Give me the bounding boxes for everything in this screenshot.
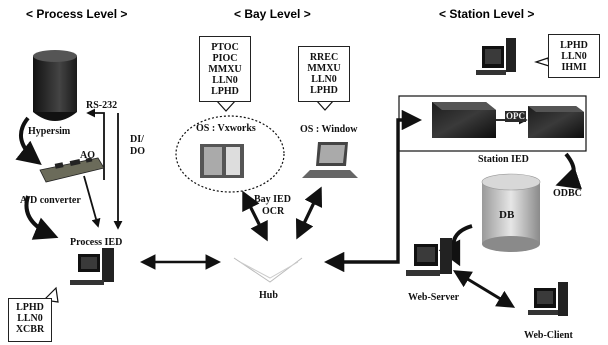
process-ied-label: Process IED [70, 237, 123, 248]
do-label: DO [130, 146, 145, 157]
window-ln-item: LPHD [310, 85, 338, 96]
web-client-label: Web-Client [524, 330, 573, 341]
web-server-label: Web-Server [408, 292, 460, 303]
vxworks-ln-item: PTOC [211, 42, 239, 53]
hypersim-cabinet-icon [33, 50, 77, 121]
opc-label: OPC [505, 111, 526, 122]
hmi-ln-callout: LPHD LLN0 IHMI [548, 34, 600, 78]
station-level-header: < Station Level > [439, 7, 535, 21]
vxworks-ln-item: LPHD [211, 86, 239, 97]
di-label: DI/ [130, 134, 144, 145]
hypersim-label: Hypersim [28, 126, 71, 137]
odbc-label: ODBC [553, 188, 582, 199]
os-window-label: OS : Window [300, 124, 358, 135]
hub-label: Hub [259, 290, 278, 301]
hmi-ln-item: IHMI [561, 62, 587, 73]
odbc-arrow [555, 152, 583, 190]
web-link [452, 270, 516, 308]
process-ln-callout: LPHD LLN0 XCBR [8, 298, 52, 342]
ocr-label: OCR [262, 206, 285, 217]
vxworks-ln-item: PIOC [212, 53, 238, 64]
station-ied-unit-2-icon [528, 106, 584, 138]
vxworks-ln-item: LLN0 [212, 75, 238, 86]
process-level-header: < Process Level > [26, 7, 128, 21]
window-hub-link [295, 186, 323, 240]
process-ln-item: LPHD [16, 302, 44, 313]
bay-level-header: < Bay Level > [234, 7, 311, 21]
web-client-computer-icon [528, 282, 568, 316]
window-ln-item: MMXU [307, 63, 341, 74]
process-ln-item: XCBR [15, 324, 45, 335]
vxworks-ln-callout: PTOC PIOC MMXU LLN0 LPHD [199, 36, 251, 102]
ao-arrow [15, 116, 42, 165]
bay-ied-boundary [175, 115, 285, 193]
station-ied-frame [398, 95, 587, 152]
hmi-computer-icon [476, 38, 516, 75]
station-ied-unit-1-icon [432, 102, 496, 138]
hmi-ln-item: LPHD [560, 40, 588, 51]
process-ln-item: LLN0 [17, 313, 43, 324]
process-ied-computer-icon [70, 248, 114, 285]
window-ln-item: RREC [309, 52, 339, 63]
vxworks-ln-item: MMXU [208, 64, 242, 75]
station-ied-label: Station IED [478, 154, 529, 165]
ad-converter-board-icon [39, 157, 105, 183]
database-icon [481, 173, 541, 252]
db-label: DB [499, 209, 515, 221]
hmi-ln-item: LLN0 [561, 51, 587, 62]
vxworks-device-icon [200, 144, 244, 178]
ao-label: AO [80, 150, 95, 161]
ad-to-ied-arrow [24, 195, 59, 240]
db-webserver-arrow [438, 224, 473, 267]
web-server-computer-icon [406, 238, 452, 276]
vxworks-hub-link [242, 190, 268, 242]
hub-icon [233, 257, 303, 283]
rs232-label: RS-232 [86, 100, 118, 111]
window-ln-item: LLN0 [311, 74, 337, 85]
rs232-link [86, 108, 105, 180]
os-vxworks-label: OS : Vxworks [196, 123, 256, 134]
ad-converter-label: A/D converter [20, 195, 81, 206]
hub-station-link [323, 109, 423, 273]
window-laptop-icon [302, 142, 358, 178]
bay-ied-label: Bay IED [254, 194, 291, 205]
ad-data-link [83, 175, 101, 228]
window-ln-callout: RREC MMXU LLN0 LPHD [298, 46, 350, 102]
